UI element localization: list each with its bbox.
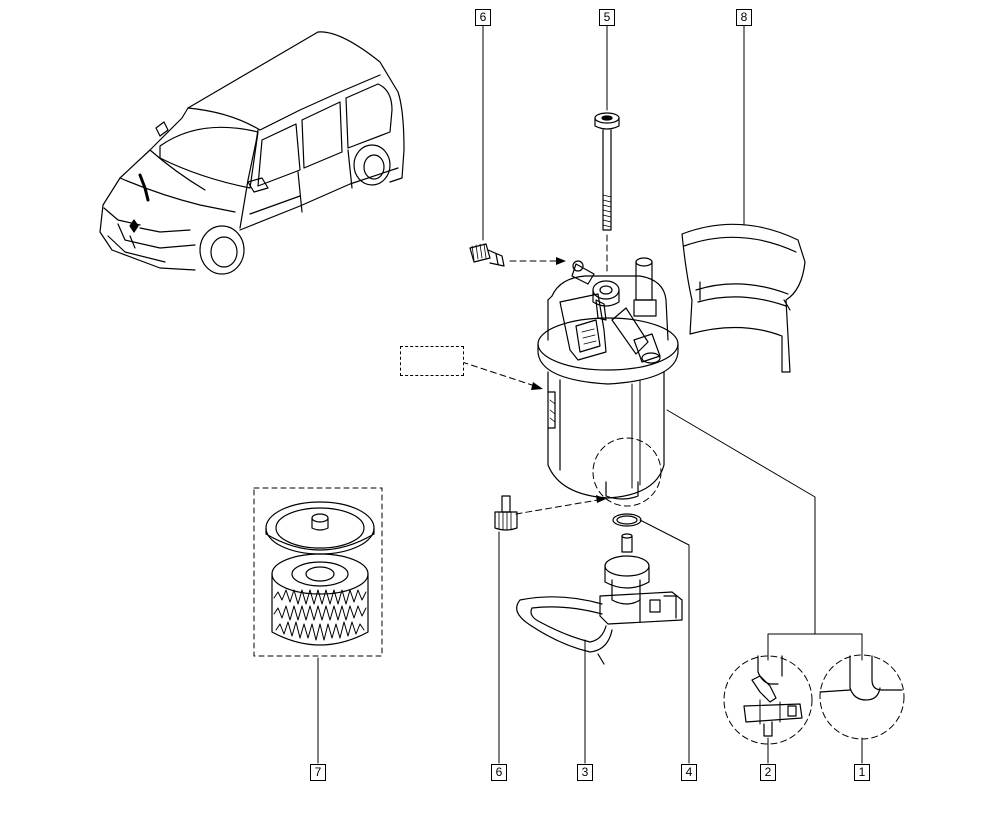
heat-shield [681, 223, 806, 373]
fuel-filter-housing [537, 257, 679, 500]
o-ring [612, 513, 642, 527]
detail-circle [592, 437, 662, 507]
part-label-6-top: 6 [475, 9, 491, 26]
part-label-3: 3 [577, 764, 593, 781]
o-ring-inner [616, 515, 638, 525]
part-label-7: 7 [310, 764, 326, 781]
dashed-arrows [461, 234, 608, 515]
part-label-2: 2 [760, 764, 776, 781]
bolt [594, 112, 620, 231]
part-label-8: 8 [736, 9, 752, 26]
heater-sensor [516, 533, 683, 665]
part-label-4: 4 [681, 764, 697, 781]
connector-detail-1 [819, 654, 905, 740]
blank-callout-box [400, 346, 464, 376]
part-label-6-bottom: 6 [491, 764, 507, 781]
filter-cartridge [265, 501, 375, 646]
bleed-screw-bottom [494, 495, 518, 531]
part-label-5: 5 [599, 9, 615, 26]
van-illustration [99, 31, 405, 275]
connector-detail-2 [723, 655, 813, 745]
bleed-screw-top [469, 243, 505, 267]
part-label-1: 1 [854, 764, 870, 781]
leader-lines [317, 24, 863, 764]
cartridge-dashed-frame [253, 487, 383, 657]
